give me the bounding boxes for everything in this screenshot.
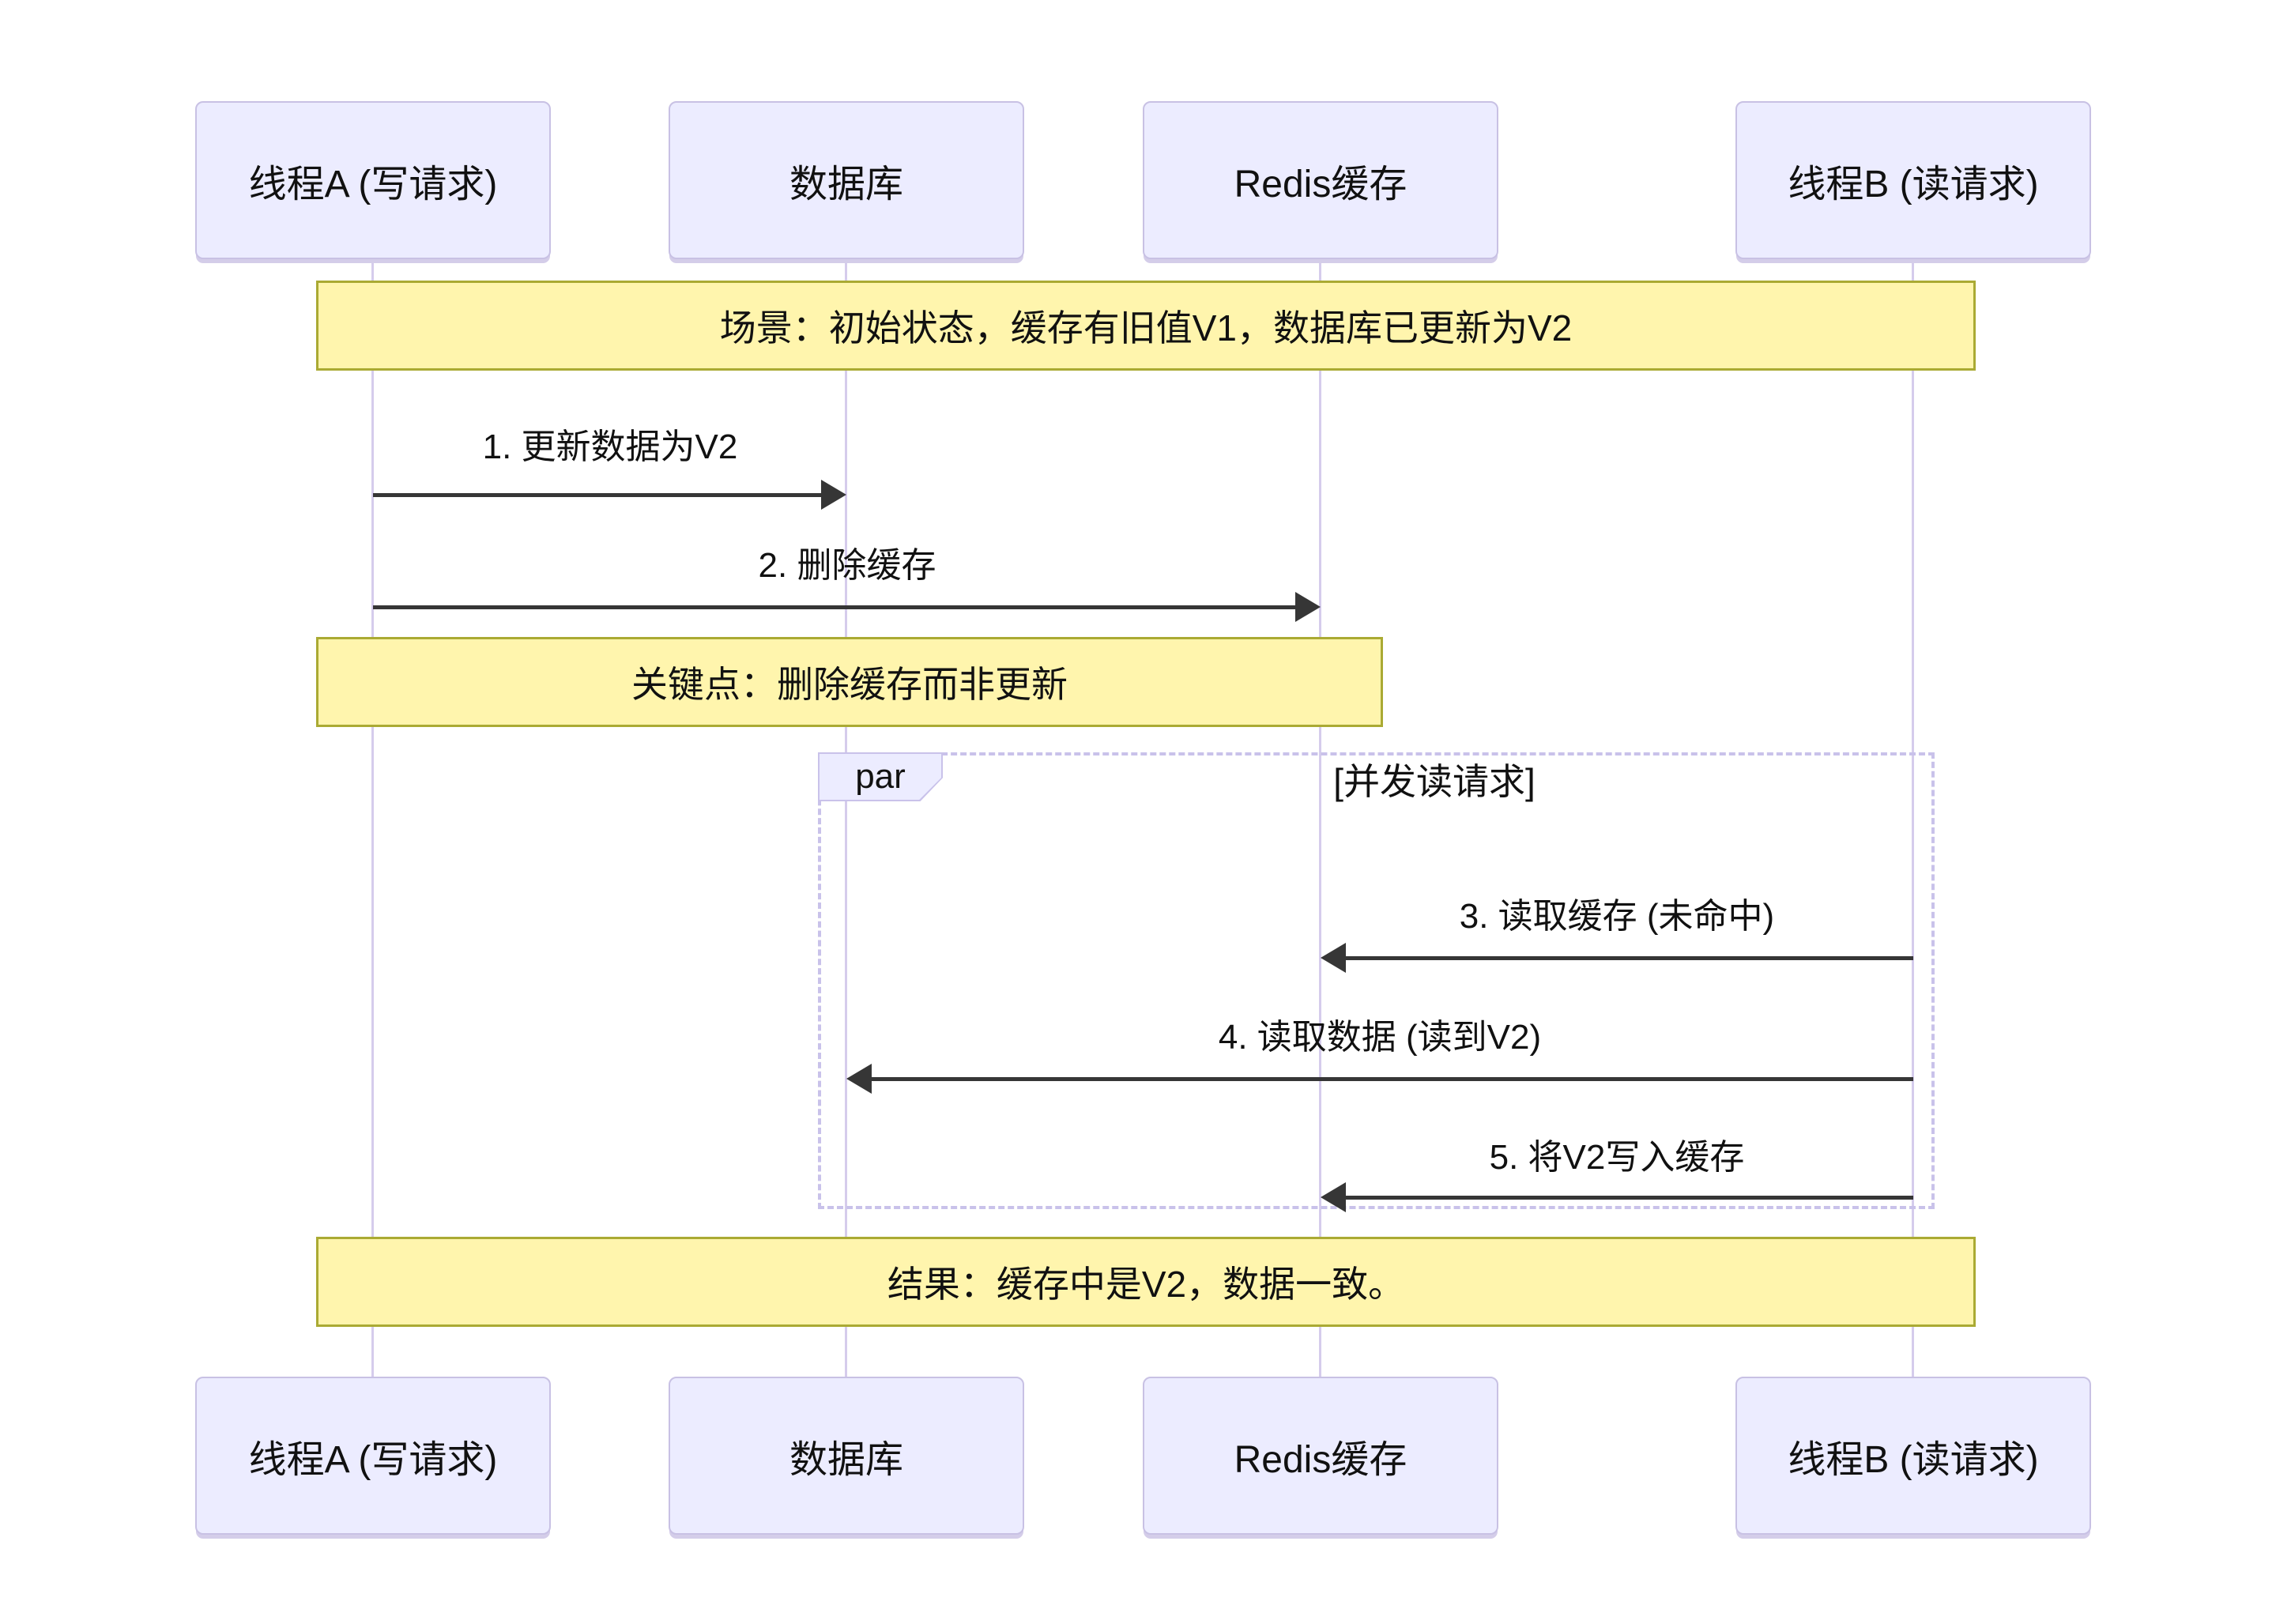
message-4-arrow — [846, 1064, 1913, 1094]
lifeline-thread-a — [371, 259, 374, 1377]
note-result: 结果：缓存中是V2，数据一致。 — [316, 1237, 1976, 1327]
participant-top-thread-b: 线程B (读请求) — [1735, 101, 2091, 259]
par-tab-label: par — [820, 754, 941, 800]
note-scenario: 场景：初始状态，缓存有旧值V1，数据库已更新为V2 — [316, 281, 1976, 371]
note-scenario-text: 场景：初始状态，缓存有旧值V1，数据库已更新为V2 — [719, 307, 1573, 349]
message-2-arrow — [373, 592, 1321, 622]
message-2-label: 2. 删除缓存 — [758, 546, 936, 585]
note-keypoint-text: 关键点：删除缓存而非更新 — [631, 664, 1068, 705]
message-5-label: 5. 将V2写入缓存 — [1489, 1138, 1745, 1177]
message-3-arrow — [1321, 943, 1913, 973]
message-1-arrow — [373, 480, 846, 510]
participant-top-database: 数据库 — [669, 101, 1024, 259]
note-result-text: 结果：缓存中是V2，数据一致。 — [887, 1264, 1405, 1305]
participant-label: 线程A (写请求) — [248, 1439, 498, 1481]
lifeline-thread-b — [1912, 259, 1914, 1377]
participant-bottom-thread-b: 线程B (读请求) — [1735, 1377, 2091, 1535]
par-condition-label: [并发读请求] — [1333, 761, 1536, 802]
note-keypoint: 关键点：删除缓存而非更新 — [316, 637, 1383, 727]
participant-label: 线程B (读请求) — [1788, 1439, 2039, 1481]
participant-bottom-redis: Redis缓存 — [1143, 1377, 1498, 1535]
participant-label: Redis缓存 — [1234, 1439, 1407, 1481]
par-frame — [818, 752, 1935, 1209]
participant-label: Redis缓存 — [1234, 164, 1407, 205]
lifeline-database — [845, 259, 847, 1377]
participant-label: 数据库 — [789, 164, 903, 205]
message-1-label: 1. 更新数据为V2 — [482, 428, 738, 466]
participant-bottom-database: 数据库 — [669, 1377, 1024, 1535]
lifeline-redis — [1319, 259, 1321, 1377]
participant-top-redis: Redis缓存 — [1143, 101, 1498, 259]
message-4-label: 4. 读取数据 (读到V2) — [1218, 1018, 1542, 1057]
message-5-arrow — [1321, 1182, 1913, 1212]
message-3-label: 3. 读取缓存 (未命中) — [1459, 897, 1775, 936]
participant-label: 线程A (写请求) — [248, 164, 498, 205]
participant-label: 数据库 — [789, 1439, 903, 1481]
par-tab: par — [818, 752, 943, 801]
participant-bottom-thread-a: 线程A (写请求) — [195, 1377, 551, 1535]
participant-label: 线程B (读请求) — [1788, 164, 2039, 205]
participant-top-thread-a: 线程A (写请求) — [195, 101, 551, 259]
